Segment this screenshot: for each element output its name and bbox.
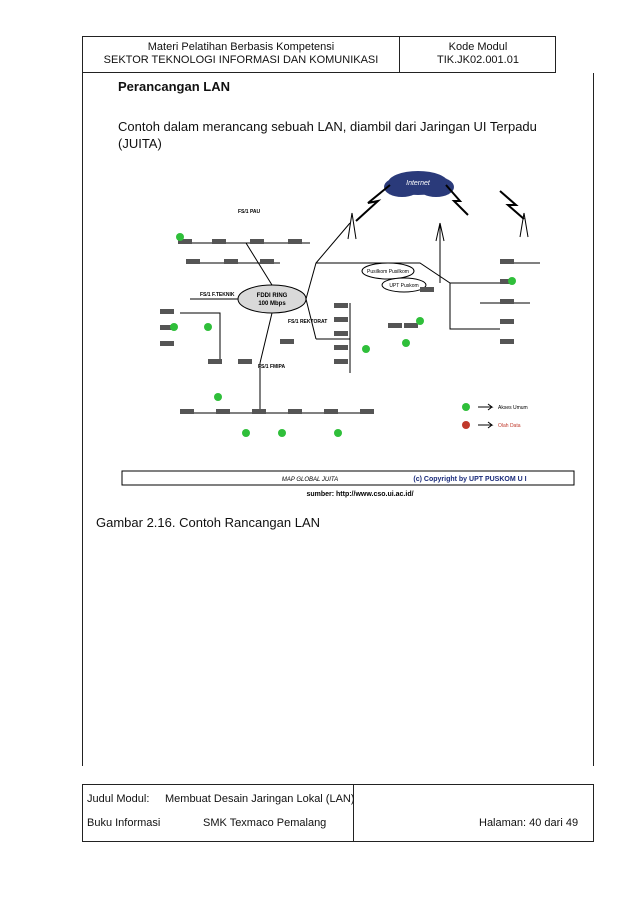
footer-judul-label: Judul Modul: — [87, 793, 150, 805]
page-header: Materi Pelatihan Berbasis Kompetensi SEK… — [82, 36, 556, 73]
footer-buku: Buku Informasi — [87, 817, 161, 829]
header-title: Materi Pelatihan Berbasis Kompetensi — [147, 41, 335, 53]
intro-paragraph: Contoh dalam merancang sebuah LAN, diamb… — [118, 118, 558, 152]
figure-source: sumber: http://www.cso.ui.ac.id/ — [306, 491, 413, 498]
pusilkom-label: Pusilkom Pusilkom — [367, 269, 409, 275]
network-diagram: Internet FDDI RING 100 Mbps Pusilkom Pus… — [121, 171, 575, 498]
access-nodes — [170, 233, 516, 437]
footer-page: Halaman: 40 dari 49 — [479, 817, 579, 829]
module-code: TIK.JK02.001.01 — [437, 54, 519, 66]
node-fmipa: FS/1 FMIPA — [258, 364, 286, 370]
header-divider — [399, 37, 400, 72]
section-title: Perancangan LAN — [118, 79, 230, 94]
footer-divider — [353, 785, 354, 841]
node-teknik: FS/1 F.TEKNIK — [200, 292, 235, 298]
node-pau: FS/1 PAU — [238, 209, 261, 215]
backbone-lines — [180, 222, 540, 414]
header-left: Materi Pelatihan Berbasis Kompetensi SEK… — [83, 41, 399, 67]
legend-akses: Akses Umum — [498, 405, 528, 411]
figure-caption: Gambar 2.16. Contoh Rancangan LAN — [96, 515, 321, 530]
wireless-link-1 — [355, 184, 391, 222]
legend-olah: Olah Data — [498, 423, 521, 429]
node-rektorat: FS/1 REKTORAT — [288, 319, 327, 325]
upt-label: UPT Puskom — [389, 283, 418, 289]
footer-judul-value: Membuat Desain Jaringan Lokal (LAN) — [165, 793, 355, 805]
network-devices — [160, 239, 514, 414]
intro-line-1: Contoh dalam merancang sebuah LAN, diamb… — [118, 119, 537, 134]
page-border-right — [593, 73, 594, 766]
banner-left: MAP GLOBAL JUITA — [282, 477, 338, 483]
cloud-label: Internet — [406, 180, 431, 187]
wireless-link-2 — [445, 184, 469, 216]
fddi-ring: FDDI RING 100 Mbps — [237, 284, 307, 314]
upt-cloud — [381, 277, 427, 293]
legend: Akses Umum Olah Data — [462, 403, 528, 429]
wireless-link-3 — [499, 190, 525, 220]
antenna-icon — [347, 212, 529, 242]
ring-label-2: 100 Mbps — [258, 301, 286, 307]
header-right: Kode Modul TIK.JK02.001.01 — [399, 41, 557, 67]
copyright-banner: MAP GLOBAL JUITA (c) Copyright by UPT PU… — [121, 470, 575, 486]
ring-label-1: FDDI RING — [257, 293, 288, 299]
banner-right: (c) Copyright by UPT PUSKOM U I — [413, 476, 526, 483]
footer-school: SMK Texmaco Pemalang — [203, 817, 327, 829]
intro-line-2: (JUITA) — [118, 136, 162, 151]
page-footer: Judul Modul: Membuat Desain Jaringan Lok… — [82, 784, 594, 842]
module-code-label: Kode Modul — [448, 41, 508, 53]
header-sector: SEKTOR TEKNOLOGI INFORMASI DAN KOMUNIKAS… — [103, 54, 379, 66]
internet-cloud: Internet — [384, 171, 454, 197]
page-border-left — [82, 73, 83, 766]
